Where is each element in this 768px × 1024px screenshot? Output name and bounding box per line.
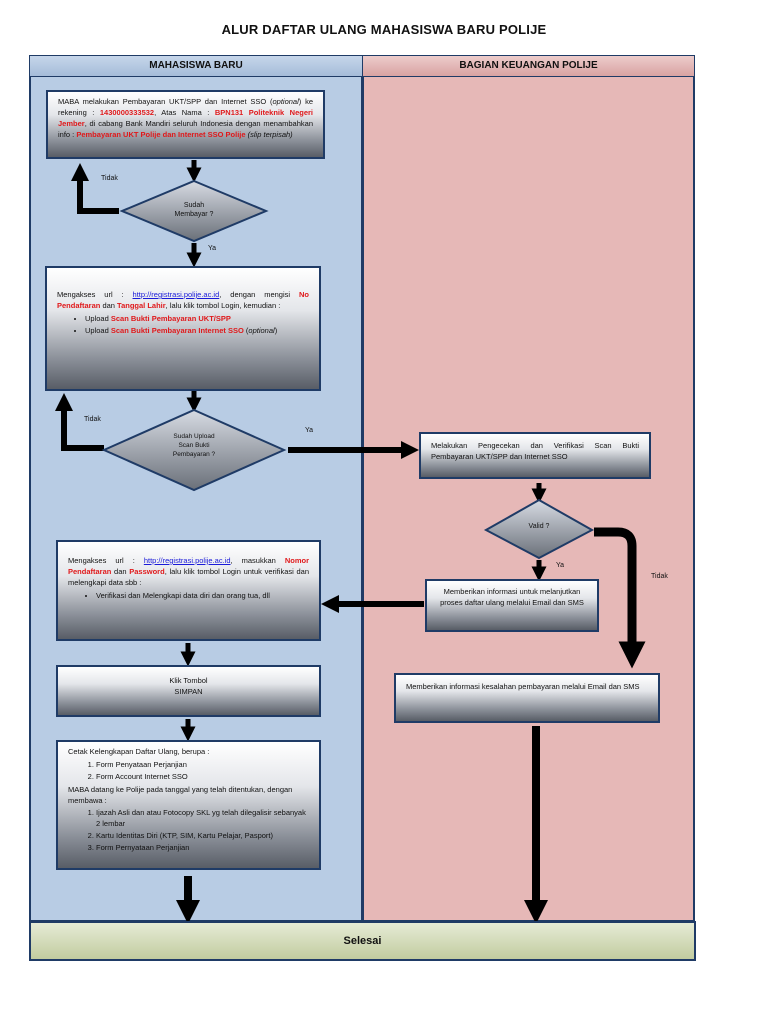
label-ya-2: Ya	[305, 427, 314, 434]
diamond2-line3: Pembayaran ?	[172, 450, 216, 458]
box1-text: ) ke rekening :	[58, 97, 313, 117]
box-upload-bukti: Mengakses url : http://registrasi.polije…	[45, 266, 321, 391]
arrow-diamond1-retry	[71, 163, 119, 214]
box-informasi-lanjut: Memberikan informasi untuk melanjutkan p…	[425, 579, 599, 632]
label-ya-3: Ya	[556, 562, 565, 569]
box2-text: , dengan mengisi	[219, 290, 299, 299]
list-item: Verifikasi dan Melengkapi data diri dan …	[96, 591, 309, 602]
list-item: Upload Scan Bukti Pembayaran Internet SS…	[85, 326, 309, 337]
box3-text: dan	[111, 566, 130, 576]
label-tidak-1: Tidak	[101, 175, 118, 182]
diamond3-label: Valid ?	[528, 523, 550, 530]
box-klik-simpan: Klik Tombol SIMPAN	[56, 665, 321, 717]
finish-box: Selesai	[29, 921, 696, 961]
decision-diamond-sudah-membayar	[119, 179, 269, 243]
bring-list: Ijazah Asli dan atau Fotocopy SKL yg tel…	[68, 808, 309, 854]
diamond2-line1: Sudah Upload	[173, 433, 215, 440]
account-holder: BPN131 Politeknik Negeri Jember	[58, 107, 313, 128]
box3-text: , lalu klik tombol Login untuk verifikas…	[68, 566, 309, 587]
diamond1-line1: Sudah	[183, 202, 205, 209]
arrow-diamond3-error	[594, 527, 646, 669]
box-informasi-kesalahan: Memberikan informasi kesalahan pembayara…	[394, 673, 660, 723]
list-item: Kartu Identitas Diri (KTP, SIM, Kartu Pe…	[96, 831, 309, 842]
box1-text: MABA melakukan Pembayaran UKT/SPP dan In…	[58, 97, 273, 106]
label-tidak-3: Tidak	[651, 573, 668, 580]
upload-label: Upload	[85, 325, 111, 335]
simpan-button-label: SIMPAN	[174, 686, 203, 696]
box2-text: Mengakses url :	[57, 290, 133, 299]
upload-ukt: Scan Bukti Pembayaran UKT/SPP	[110, 313, 231, 323]
box1-text: , di cabang Bank Mandiri seluruh Indones…	[58, 118, 313, 139]
verify-list: Verifikasi dan Melengkapi data diri dan …	[68, 591, 309, 602]
box1-text: , Atas Nama :	[154, 107, 215, 117]
decision-diamond-valid	[483, 498, 595, 560]
diamond2-label: Sudah Upload Scan Bukti Pembayaran ?	[144, 433, 244, 459]
box4-intro: Cetak Kelengkapan Daftar Ulang, berupa :	[68, 747, 210, 756]
upload-sso: Scan Bukti Pembayaran Internet SSO	[110, 325, 244, 335]
list-item: Form Pernyataan Perjanjian	[96, 843, 309, 854]
lane-bagian-keuangan	[362, 56, 695, 922]
box-pengecekan: Melakukan Pengecekan dan Verifikasi Scan…	[419, 432, 651, 479]
box4-mid: MABA datang ke Polije pada tanggal yang …	[68, 784, 293, 805]
payment-info: Pembayaran UKT Polije dan Internet SSO P…	[76, 129, 246, 139]
box3-text: , masukkan	[230, 556, 285, 565]
box1-optional: optional	[272, 97, 299, 106]
field-no-pendaftaran: No Pendaftaran	[57, 290, 309, 310]
decision-diamond-sudah-upload	[101, 408, 287, 492]
label-tidak-2: Tidak	[84, 416, 101, 423]
simpan-line1: Klik Tombol	[169, 676, 208, 685]
list-item: Form Account Internet SSO	[96, 772, 309, 783]
registration-link[interactable]: http://registrasi.polije.ac.id	[132, 290, 220, 299]
upload-optional: optional	[248, 325, 275, 335]
diamond1-line2: Membayar ?	[174, 211, 214, 219]
box1-slip-note: (slip terpisah)	[245, 129, 293, 139]
list-item: Form Penyataan Perjanjian	[96, 760, 309, 771]
field-nomor-pendaftaran: Nomor Pendaftaran	[68, 556, 309, 576]
box-verifikasi-data: Mengakses url : http://registrasi.polije…	[56, 540, 321, 641]
upload-list: Upload Scan Bukti Pembayaran UKT/SPP Upl…	[57, 314, 309, 337]
diamond1-label: Sudah Membayar ?	[144, 201, 244, 220]
list-item: Upload Scan Bukti Pembayaran UKT/SPP	[85, 314, 309, 325]
box2-text: dan	[100, 300, 118, 310]
page-title: ALUR DAFTAR ULANG MAHASISWA BARU POLIJE	[221, 22, 547, 37]
paren: )	[274, 325, 278, 335]
diamond2-line2: Scan Bukti	[178, 441, 210, 449]
box3-text: Mengakses url :	[68, 556, 144, 565]
box-cetak-kelengkapan: Cetak Kelengkapan Daftar Ulang, berupa :…	[56, 740, 321, 870]
lane-header-bagian-keuangan: BAGIAN KEUANGAN POLIJE	[362, 55, 695, 77]
paren: (	[243, 325, 249, 335]
field-password: Password	[129, 566, 165, 576]
list-item: Ijazah Asli dan atau Fotocopy SKL yg tel…	[96, 808, 309, 830]
print-list: Form Penyataan Perjanjian Form Account I…	[68, 760, 309, 783]
arrow-diamond2-retry	[55, 393, 104, 451]
label-ya-1: Ya	[208, 245, 217, 252]
upload-label: Upload	[85, 313, 111, 323]
registration-link[interactable]: http://registrasi.polije.ac.id	[143, 556, 231, 565]
field-tanggal-lahir: Tanggal Lahir	[117, 300, 166, 310]
account-number: 1430000333532	[99, 107, 155, 117]
box2-text: , lalu klik tombol Login, kemudian :	[165, 300, 281, 310]
box-pembayaran: MABA melakukan Pembayaran UKT/SPP dan In…	[46, 90, 325, 159]
